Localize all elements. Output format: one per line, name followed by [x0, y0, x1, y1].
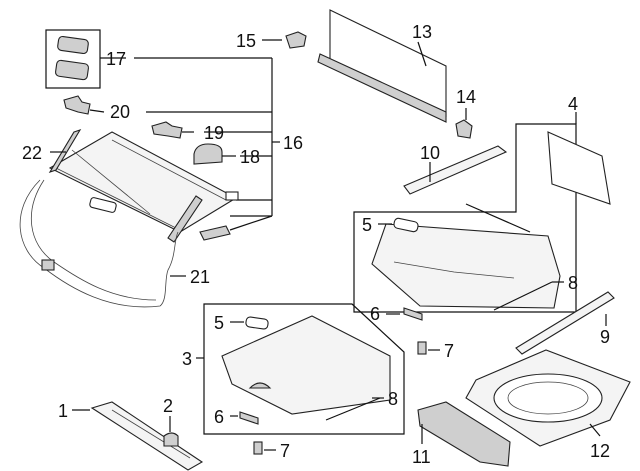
callout-4: 4	[568, 94, 578, 114]
part-17-clip-bottom	[55, 59, 89, 81]
callout-19: 19	[204, 123, 224, 143]
callout-7b: 7	[280, 441, 290, 461]
part-7-lower: 7	[253, 441, 290, 461]
callout-18: 18	[240, 147, 260, 167]
part-22: 22	[22, 143, 66, 163]
callout-10: 10	[420, 143, 440, 163]
callout-1: 1	[58, 401, 68, 421]
part-11-tray: 11	[412, 401, 511, 467]
callout-15: 15	[236, 31, 256, 51]
callout-16: 16	[283, 133, 303, 153]
part-9: 9	[515, 291, 615, 355]
callout-13: 13	[412, 22, 432, 42]
callout-7a: 7	[444, 341, 454, 361]
callout-11: 11	[412, 447, 431, 467]
callout-8a: 8	[568, 273, 578, 293]
part-14: 14	[455, 87, 476, 139]
part-15: 15	[236, 31, 307, 51]
part-12-tub: 12	[465, 349, 631, 461]
part-3-group: 3 5 6 8	[182, 303, 405, 435]
callout-3: 3	[182, 349, 192, 369]
callout-6a: 6	[370, 304, 380, 324]
part-16-bracket: 16	[146, 58, 303, 217]
callout-8b: 8	[388, 389, 398, 409]
callout-12: 12	[590, 441, 610, 461]
callout-5b: 5	[214, 313, 224, 333]
part-1-scuff: 1	[58, 401, 204, 471]
part-4-group: 4 5 6 8	[353, 94, 611, 324]
callout-2: 2	[163, 396, 173, 416]
callout-6b: 6	[214, 407, 224, 427]
part-18: 18	[193, 143, 260, 167]
part-17-group: 17	[45, 29, 272, 89]
callout-17: 17	[106, 49, 126, 69]
part-13-roller: 13	[317, 9, 447, 123]
callout-5a: 5	[362, 215, 372, 235]
part-20: 20	[63, 95, 130, 122]
cargo-cover-assembly	[48, 129, 273, 243]
part-2-clip: 2	[163, 396, 179, 447]
callout-22: 22	[22, 143, 42, 163]
part-21-cable: 21	[19, 179, 210, 308]
callout-20: 20	[110, 102, 130, 122]
callout-9: 9	[600, 327, 610, 347]
part-7-upper: 7	[417, 341, 454, 361]
part-17-box	[45, 29, 101, 89]
part-10: 10	[403, 143, 508, 195]
callout-21: 21	[190, 267, 210, 287]
part-19: 19	[151, 121, 224, 143]
part-17-clip-top	[57, 35, 89, 55]
callout-14: 14	[456, 87, 476, 107]
